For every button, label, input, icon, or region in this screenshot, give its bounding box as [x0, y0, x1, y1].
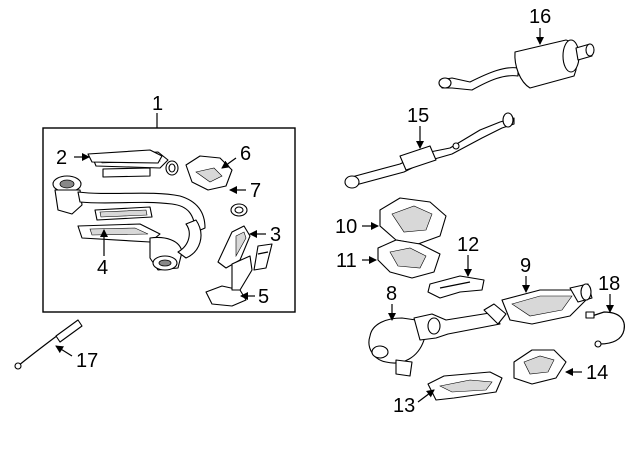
callout-arrow-17	[55, 345, 73, 357]
rear-muffler-16	[438, 39, 595, 91]
callout-10: 10	[335, 216, 357, 238]
callout-7: 7	[250, 180, 261, 202]
bracket-5	[205, 255, 253, 307]
callout-15: 15	[407, 105, 429, 127]
front-pipe-assembly	[52, 151, 206, 271]
gasket-7	[230, 203, 248, 217]
callout-2: 2	[56, 147, 67, 169]
callout-8: 8	[386, 283, 397, 305]
oxygen-sensor-18	[585, 311, 625, 348]
assembly-box	[42, 127, 296, 313]
callout-13: 13	[393, 395, 415, 417]
heat-shield-2	[87, 149, 163, 164]
catalytic-converter-9	[501, 283, 593, 325]
callout-17: 17	[76, 350, 98, 372]
callout-arrow-13	[417, 389, 435, 403]
bracket-12	[427, 275, 485, 299]
heat-shield-11	[377, 239, 441, 279]
sensor-cable-17	[14, 319, 83, 370]
heat-shield-10	[379, 197, 447, 245]
callout-arrow-6	[221, 157, 237, 169]
front-exhaust-pipe-8	[368, 303, 507, 377]
heat-shield-14	[513, 349, 567, 385]
flange-cover-6	[165, 155, 233, 191]
callout-6: 6	[240, 143, 251, 165]
callout-5: 5	[258, 286, 269, 308]
bracket-3	[217, 225, 273, 271]
callout-11: 11	[336, 250, 357, 272]
heat-shield-13	[427, 371, 503, 401]
callout-3: 3	[270, 224, 281, 246]
callout-12: 12	[457, 234, 479, 256]
callout-1: 1	[152, 93, 163, 115]
callout-16: 16	[529, 6, 551, 28]
callout-14: 14	[586, 362, 608, 384]
callout-18: 18	[598, 273, 620, 295]
callout-9: 9	[520, 255, 531, 277]
center-pipe-15	[344, 112, 515, 189]
callout-4: 4	[97, 257, 108, 279]
